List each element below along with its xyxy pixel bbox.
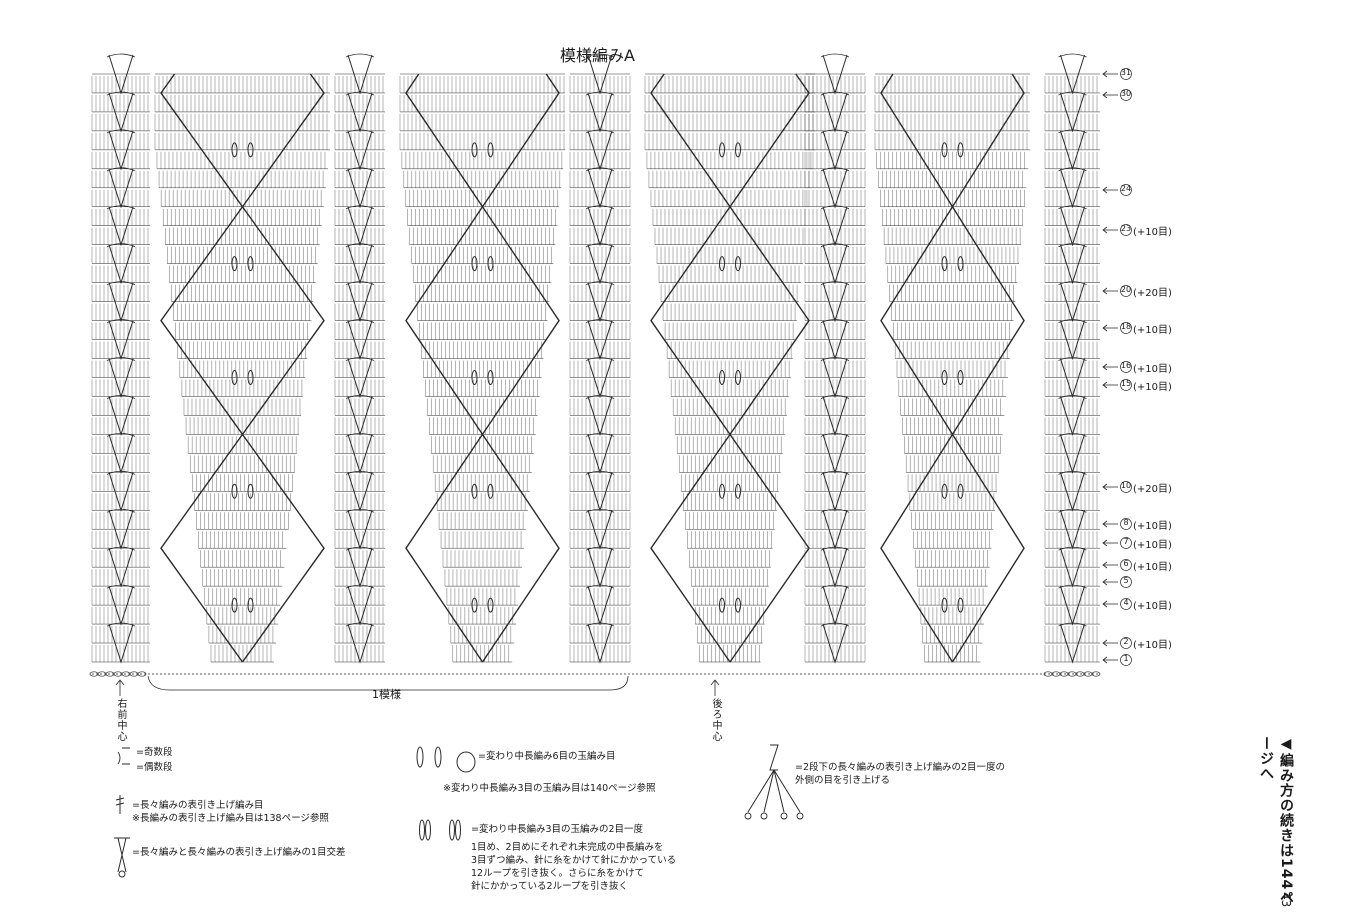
post-stitch-motif xyxy=(108,206,134,247)
post-stitch-motif xyxy=(587,358,613,399)
post-stitch-motif xyxy=(108,434,134,474)
post-stitch-motif xyxy=(587,168,613,209)
post-stitch-motif xyxy=(587,54,613,95)
post-stitch-motif xyxy=(347,92,373,133)
post-stitch-motif xyxy=(587,396,613,437)
rib-panel xyxy=(569,53,631,664)
cross-arc xyxy=(345,53,375,58)
cable-panel xyxy=(644,73,815,663)
post-stitch-motif xyxy=(108,54,134,95)
post-stitch-motif xyxy=(587,320,613,361)
post-stitch-motif xyxy=(347,472,373,512)
post-stitch-motif xyxy=(347,130,373,171)
chart-title: 模様編みA xyxy=(560,46,635,65)
post-stitch-motif xyxy=(108,320,134,361)
post-stitch-motif xyxy=(108,130,134,171)
post-stitch-motif xyxy=(347,54,373,95)
post-stitch-motif xyxy=(347,623,373,664)
post-stitch-motif xyxy=(347,548,373,588)
post-stitch-motif xyxy=(108,623,134,664)
post-stitch-motif xyxy=(108,244,134,285)
post-stitch-motif xyxy=(587,244,613,285)
post-stitch-motif xyxy=(108,396,134,437)
post-stitch-motif xyxy=(108,472,134,512)
post-stitch-motif xyxy=(347,434,373,474)
post-stitch-motif xyxy=(347,244,373,285)
post-stitch-motif xyxy=(587,282,613,323)
post-stitch-motif xyxy=(587,472,613,512)
post-stitch-motif xyxy=(108,282,134,323)
post-stitch-motif xyxy=(108,548,134,588)
post-stitch-motif xyxy=(347,396,373,437)
cross-arc xyxy=(106,53,136,58)
post-stitch-motif xyxy=(347,168,373,209)
cross-arc xyxy=(585,53,615,58)
post-stitch-motif xyxy=(108,585,134,626)
rib-panel xyxy=(334,53,385,664)
post-stitch-motif xyxy=(347,282,373,323)
post-stitch-motif xyxy=(587,206,613,247)
post-stitch-motif xyxy=(587,548,613,588)
cable-panel xyxy=(154,73,330,663)
rib-panel xyxy=(804,53,866,664)
post-stitch-motif xyxy=(587,434,613,474)
post-stitch-motif xyxy=(108,92,134,133)
post-stitch-motif xyxy=(347,206,373,247)
cable-panel xyxy=(399,73,565,663)
post-stitch-motif xyxy=(347,358,373,399)
post-stitch-motif xyxy=(347,585,373,626)
stitch-grid xyxy=(91,53,1100,664)
post-stitch-motif xyxy=(587,510,613,550)
post-stitch-motif xyxy=(347,510,373,550)
post-stitch-motif xyxy=(587,585,613,626)
post-stitch-motif xyxy=(587,130,613,171)
post-stitch-motif xyxy=(108,510,134,550)
post-stitch-motif xyxy=(108,358,134,399)
post-stitch-motif xyxy=(108,168,134,209)
post-stitch-motif xyxy=(587,623,613,664)
post-stitch-motif xyxy=(347,320,373,361)
post-stitch-motif xyxy=(587,92,613,133)
rib-panel xyxy=(91,53,150,664)
